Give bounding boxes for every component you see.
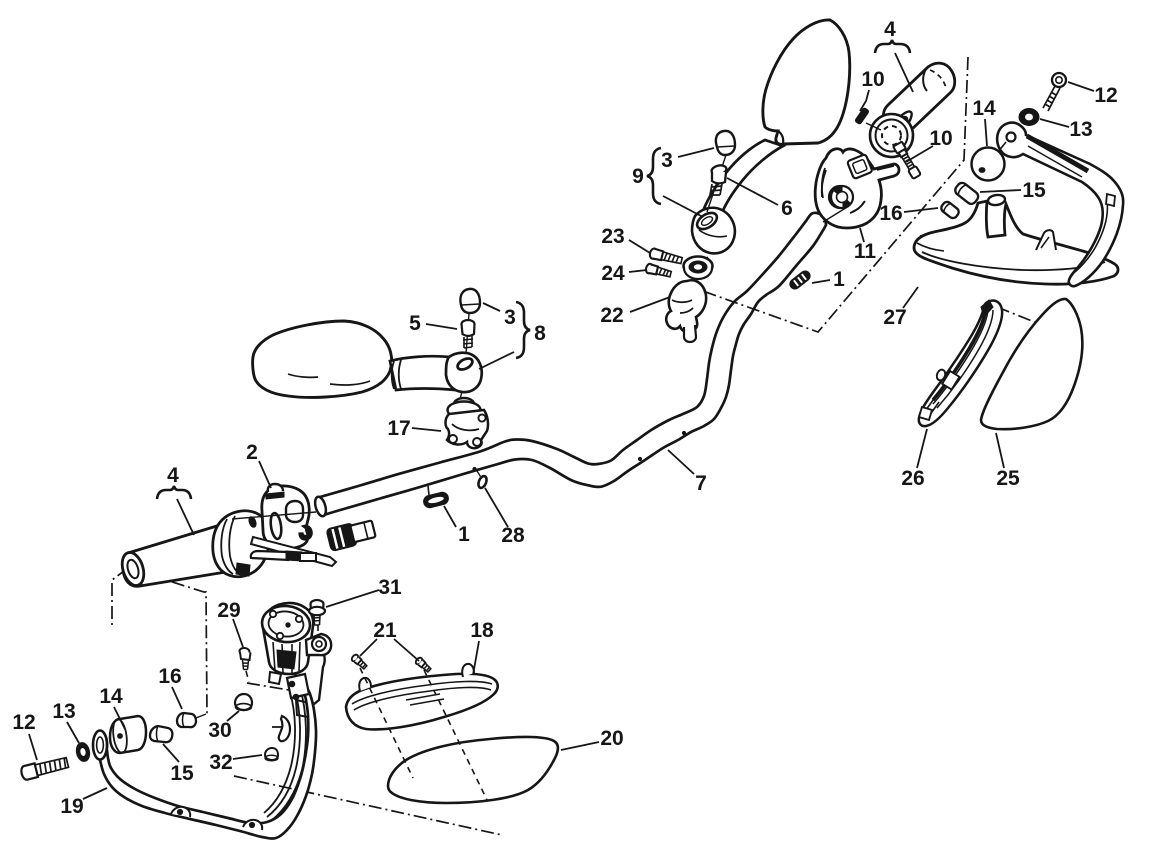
svg-text:7: 7 (695, 472, 707, 495)
svg-text:32: 32 (209, 751, 232, 774)
svg-text:15: 15 (170, 762, 194, 785)
svg-text:27: 27 (883, 306, 906, 329)
svg-text:29: 29 (217, 599, 240, 622)
svg-text:12: 12 (1094, 84, 1117, 107)
svg-text:16: 16 (158, 665, 181, 688)
svg-text:24: 24 (601, 262, 625, 285)
svg-text:26: 26 (901, 467, 924, 490)
svg-text:4: 4 (167, 464, 179, 487)
svg-text:30: 30 (208, 719, 231, 742)
svg-text:23: 23 (601, 225, 624, 248)
svg-text:1: 1 (833, 268, 845, 291)
svg-text:11: 11 (854, 240, 877, 263)
svg-text:22: 22 (600, 304, 623, 327)
svg-text:13: 13 (1069, 118, 1092, 141)
svg-text:17: 17 (387, 417, 410, 440)
svg-text:31: 31 (378, 576, 402, 599)
svg-text:14: 14 (99, 685, 123, 708)
svg-text:14: 14 (972, 97, 996, 120)
svg-text:13: 13 (52, 700, 75, 723)
svg-text:25: 25 (996, 467, 1020, 490)
svg-text:15: 15 (1022, 179, 1046, 202)
svg-text:18: 18 (470, 619, 494, 642)
svg-text:3: 3 (504, 306, 516, 329)
svg-text:10: 10 (861, 68, 884, 91)
svg-text:8: 8 (534, 322, 546, 345)
svg-text:10: 10 (929, 127, 952, 150)
svg-text:28: 28 (501, 524, 525, 547)
svg-text:21: 21 (373, 619, 397, 642)
svg-text:2: 2 (246, 441, 258, 464)
svg-text:6: 6 (781, 197, 793, 220)
svg-text:16: 16 (879, 202, 902, 225)
svg-text:3: 3 (661, 149, 673, 172)
svg-text:9: 9 (632, 165, 644, 188)
svg-text:20: 20 (600, 727, 623, 750)
svg-text:19: 19 (60, 795, 83, 818)
svg-text:5: 5 (409, 312, 421, 335)
svg-text:4: 4 (884, 18, 896, 41)
svg-text:1: 1 (458, 523, 470, 546)
svg-text:12: 12 (12, 711, 35, 734)
